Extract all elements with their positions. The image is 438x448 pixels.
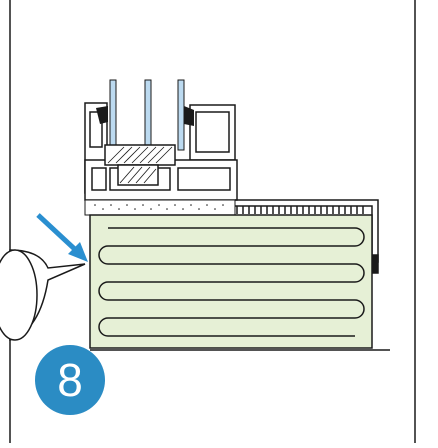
step-badge-circle: [35, 345, 105, 415]
gaskets: [96, 106, 194, 126]
sealant-gun-icon: [0, 249, 86, 342]
step-number: 8: [57, 354, 83, 406]
glass-pane-1: [109, 79, 117, 151]
glass-panes: [109, 79, 185, 151]
sill-flashing: [235, 199, 379, 274]
foam-layer: [84, 199, 236, 216]
thermal-break: [104, 144, 176, 186]
glass-pane-3: [177, 79, 185, 151]
pointer-arrow-icon: [36, 213, 88, 262]
insulation-board: [89, 214, 390, 351]
border-lines: [9, 0, 416, 443]
glass-pane-2: [144, 79, 152, 151]
window-frame-profile: [84, 102, 238, 201]
